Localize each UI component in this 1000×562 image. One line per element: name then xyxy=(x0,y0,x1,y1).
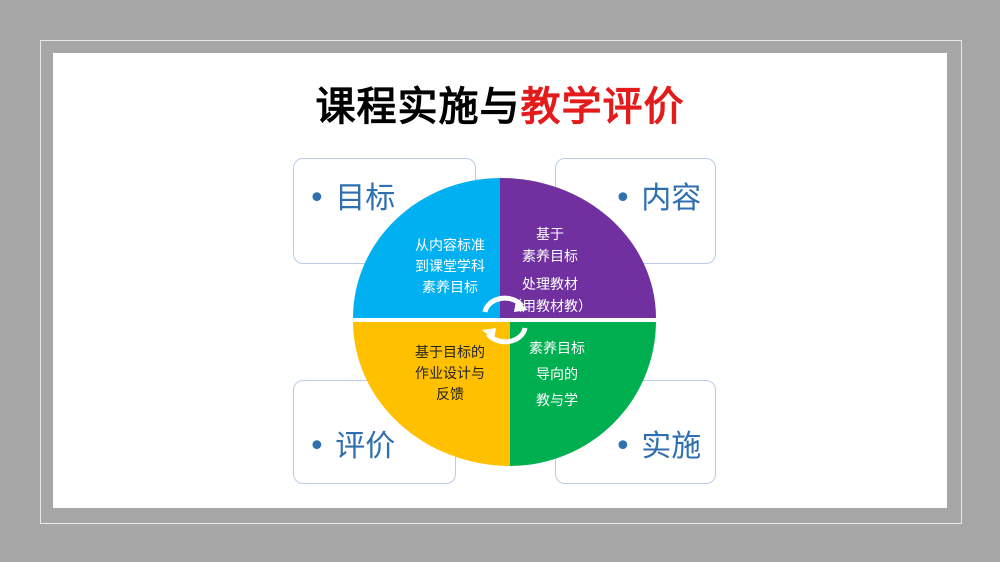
slide-frame xyxy=(40,40,962,524)
title-black: 课程实施与 xyxy=(315,84,521,130)
segment-blue xyxy=(353,178,500,318)
box-label: • 内容 xyxy=(614,181,702,216)
segment-blue-text: 从内容标准 到课堂学科 素养目标 xyxy=(405,236,495,299)
segment-green-text: 素养目标 导向的 教与学 xyxy=(512,336,602,414)
text-line: 作业设计与 xyxy=(415,366,485,382)
segment-yellow xyxy=(353,322,510,466)
text-line: 从内容标准 xyxy=(415,238,485,254)
text-line: 教与学 xyxy=(536,393,578,409)
text-line: 基于 xyxy=(536,227,564,243)
segment-green xyxy=(510,322,656,466)
text-line: 基于目标的 xyxy=(415,345,485,361)
box-label: • 实施 xyxy=(614,429,702,464)
text-line: 处理教材 xyxy=(522,277,578,293)
box-label: • 目标 xyxy=(308,181,396,216)
box-label: • 评价 xyxy=(308,429,396,464)
title-red: 教学评价 xyxy=(520,84,685,130)
text-line: 素养目标 xyxy=(422,280,478,296)
text-line: 素养目标 xyxy=(522,249,578,265)
slide-title: 课程实施与教学评价 xyxy=(0,74,1000,132)
segment-yellow-text: 基于目标的 作业设计与 反馈 xyxy=(405,343,495,406)
text-line: 素养目标 xyxy=(529,341,585,357)
segment-purple xyxy=(500,177,656,318)
text-line: 到课堂学科 xyxy=(415,259,485,275)
segment-purple-text: 基于 素养目标 处理教材 （用教材教） xyxy=(505,224,595,318)
text-line: （用教材教） xyxy=(508,299,592,315)
text-line: 导向的 xyxy=(536,367,578,383)
text-line: 反馈 xyxy=(436,387,464,403)
